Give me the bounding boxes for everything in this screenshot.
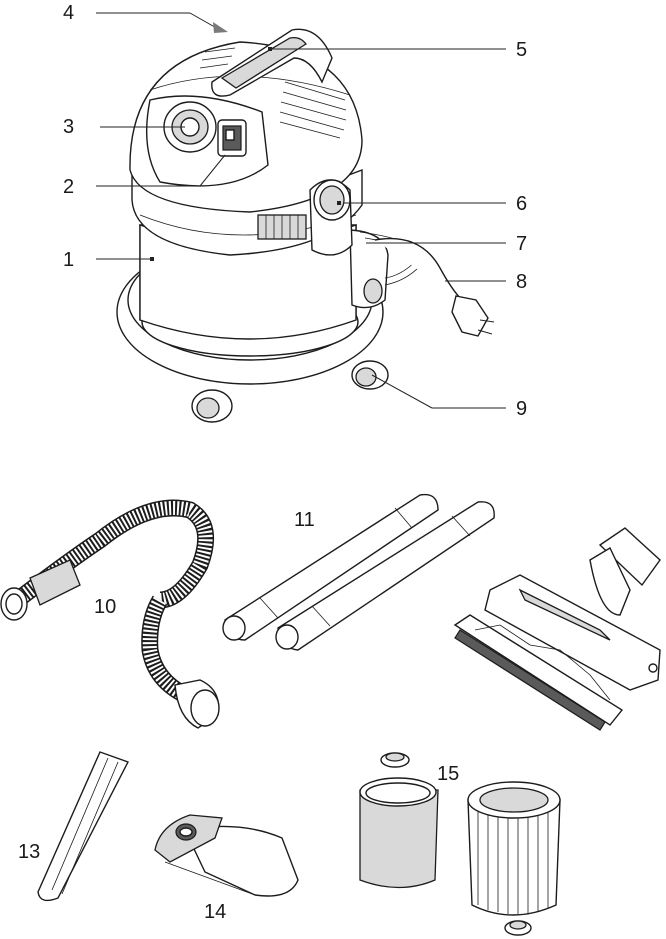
callout-label-7: 7 (516, 233, 527, 255)
callout-label-11: 11 (294, 509, 315, 531)
callout-label-14: 14 (204, 901, 226, 923)
wheel-right (352, 361, 388, 389)
callout-label-13: 13 (18, 841, 40, 863)
suction-hose-illustration (1, 508, 219, 728)
on-off-switch (218, 120, 246, 156)
vent-grid (258, 215, 306, 239)
floor-nozzle-illustration (455, 528, 660, 730)
callout-label-6: 6 (516, 193, 527, 215)
callout-label-3: 3 (63, 116, 74, 138)
callout-label-15: 15 (437, 763, 459, 785)
callout-label-8: 8 (516, 271, 527, 293)
extension-tubes-illustration (223, 495, 494, 650)
callout-label-9: 9 (516, 398, 527, 420)
callout-label-5: 5 (516, 39, 527, 61)
wheel-left (192, 390, 232, 422)
callout-label-10: 10 (94, 596, 116, 618)
vacuum-cleaner-illustration (117, 29, 494, 422)
marker-dot-5 (268, 47, 272, 51)
marker-dot-6 (337, 201, 341, 205)
callout-label-4: 4 (63, 2, 74, 24)
callout-label-2: 2 (63, 176, 74, 198)
filter-bag-illustration (155, 815, 298, 896)
crevice-nozzle-illustration (38, 752, 128, 900)
callout-label-1: 1 (63, 249, 74, 271)
marker-dot-1 (150, 257, 154, 261)
side-outlet (310, 180, 352, 255)
cartridge-filter-illustration (360, 753, 560, 935)
